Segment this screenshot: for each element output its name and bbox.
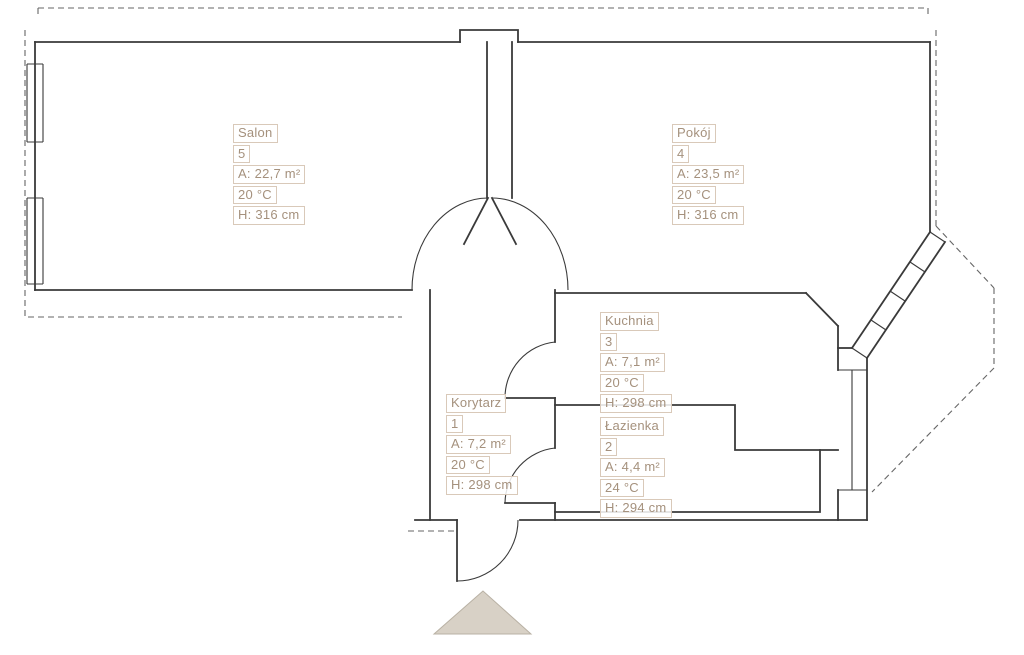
room-name: Łazienka bbox=[600, 417, 665, 436]
windows bbox=[26, 63, 946, 491]
room-area: A: 22,7 m² bbox=[233, 165, 306, 184]
room-temperature: 24 °C bbox=[600, 478, 644, 498]
door-arc-entrance bbox=[456, 519, 519, 582]
room-label-lazienka: Łazienka 2 A: 4,4 m² 24 °C H: 294 cm bbox=[600, 417, 672, 518]
room-label-salon: Salon 5 A: 22,7 m² 20 °C H: 316 cm bbox=[233, 124, 306, 225]
room-temperature: 20 °C bbox=[233, 185, 277, 205]
window-salon-lower bbox=[26, 197, 44, 285]
room-temperature: 20 °C bbox=[600, 373, 644, 393]
room-area: A: 7,1 m² bbox=[600, 353, 665, 372]
room-label-kuchnia: Kuchnia 3 A: 7,1 m² 20 °C H: 298 cm bbox=[600, 312, 672, 413]
window-salon-upper bbox=[26, 63, 44, 143]
room-number: 1 bbox=[446, 414, 464, 434]
room-name: Pokój bbox=[672, 124, 716, 143]
doors bbox=[411, 197, 569, 582]
room-area: A: 7,2 m² bbox=[446, 435, 511, 454]
door-arc-kitchen bbox=[504, 341, 556, 399]
room-number: 5 bbox=[233, 144, 251, 164]
door-arc-pokoj bbox=[491, 197, 569, 291]
room-area: A: 4,4 m² bbox=[600, 458, 665, 477]
room-number: 3 bbox=[600, 332, 618, 352]
door-arc-salon bbox=[411, 197, 489, 291]
room-temperature: 20 °C bbox=[672, 185, 716, 205]
entrance-arrow-icon bbox=[432, 590, 533, 635]
room-name: Salon bbox=[233, 124, 278, 143]
room-temperature: 20 °C bbox=[446, 455, 490, 475]
boundary-dashed-lines bbox=[24, 7, 995, 532]
room-height: H: 294 cm bbox=[600, 499, 672, 518]
room-area: A: 23,5 m² bbox=[672, 165, 745, 184]
room-number: 2 bbox=[600, 437, 618, 457]
room-number: 4 bbox=[672, 144, 690, 164]
room-height: H: 298 cm bbox=[600, 394, 672, 413]
room-name: Kuchnia bbox=[600, 312, 659, 331]
window-kitchen-right bbox=[838, 369, 867, 491]
room-name: Korytarz bbox=[446, 394, 507, 413]
window-chamfer bbox=[851, 231, 946, 359]
room-label-korytarz: Korytarz 1 A: 7,2 m² 20 °C H: 298 cm bbox=[446, 394, 518, 495]
room-height: H: 298 cm bbox=[446, 476, 518, 495]
walls bbox=[34, 29, 947, 582]
room-height: H: 316 cm bbox=[672, 206, 744, 225]
room-label-pokoj: Pokój 4 A: 23,5 m² 20 °C H: 316 cm bbox=[672, 124, 745, 225]
room-height: H: 316 cm bbox=[233, 206, 305, 225]
